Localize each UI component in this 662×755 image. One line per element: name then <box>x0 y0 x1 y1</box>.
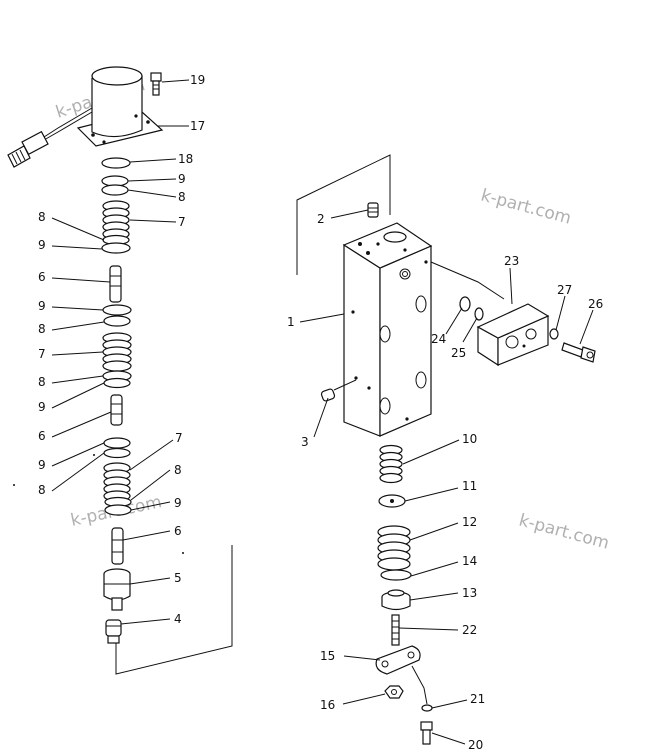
callout-26: 26 <box>588 297 603 311</box>
ring-part-8 <box>101 184 129 196</box>
bolt-part-20 <box>420 721 433 745</box>
assembly-bracket-right <box>296 154 391 275</box>
bolt-leader <box>411 665 428 705</box>
ring-part-9 <box>101 242 131 254</box>
callout-15: 15 <box>320 649 335 663</box>
spring-part-7 <box>102 332 132 372</box>
callout-7: 7 <box>38 347 46 361</box>
ring-part-8 <box>103 315 131 327</box>
callout-23: 23 <box>504 254 519 268</box>
callout-17: 17 <box>190 119 205 133</box>
bolt-part-26 <box>561 342 596 363</box>
plug-part-3 <box>320 379 357 402</box>
callout-8: 8 <box>174 463 182 477</box>
callout-25: 25 <box>451 346 466 360</box>
callout-9: 9 <box>38 299 46 313</box>
seat-part-11 <box>378 494 406 508</box>
callout-22: 22 <box>462 623 477 637</box>
callout-9: 9 <box>174 496 182 510</box>
washer-part-21 <box>421 704 433 712</box>
connector-cable <box>7 107 93 168</box>
solenoid-part-17 <box>76 66 164 147</box>
spring-part-10 <box>379 444 403 484</box>
valve-body-part-1 <box>342 222 433 437</box>
pin-part-6 <box>109 265 122 303</box>
plug-part-13 <box>381 589 411 611</box>
plug-part-2 <box>367 202 379 218</box>
callout-18: 18 <box>178 152 193 166</box>
callout-21: 21 <box>470 692 485 706</box>
speck <box>93 454 95 456</box>
nut-part-16 <box>384 685 404 699</box>
spring-part-7 <box>102 200 130 240</box>
watermark: k-part.com <box>479 186 574 229</box>
leader-lines-left <box>51 79 190 625</box>
callout-24: 24 <box>431 332 446 346</box>
callout-10: 10 <box>462 432 477 446</box>
callout-6: 6 <box>174 524 182 538</box>
bolt-part-19 <box>150 72 162 96</box>
watermark: k-part.com <box>517 511 612 554</box>
leader-lines-right <box>299 209 594 745</box>
callout-19: 19 <box>190 73 205 87</box>
rod-part-22 <box>391 614 400 646</box>
mounting-leader <box>430 261 505 300</box>
callout-7: 7 <box>178 215 186 229</box>
callout-8: 8 <box>178 190 186 204</box>
callout-13: 13 <box>462 586 477 600</box>
callout-8: 8 <box>38 483 46 497</box>
pin-part-6 <box>110 394 123 426</box>
callout-20: 20 <box>468 738 483 751</box>
cover-block-part-23 <box>476 303 550 367</box>
callout-3: 3 <box>301 435 309 449</box>
callout-14: 14 <box>462 554 477 568</box>
callout-16: 16 <box>320 698 335 712</box>
callout-8: 8 <box>38 375 46 389</box>
ring-part-9 <box>103 377 131 389</box>
callout-27: 27 <box>557 283 572 297</box>
callout-2: 2 <box>317 212 325 226</box>
callout-9: 9 <box>38 400 46 414</box>
callout-9: 9 <box>38 458 46 472</box>
plug-part-4 <box>105 619 122 644</box>
callout-9: 9 <box>38 238 46 252</box>
ring-part-24 <box>459 296 471 312</box>
ring-part-9 <box>104 504 132 516</box>
callout-9: 9 <box>178 172 186 186</box>
callout-12: 12 <box>462 515 477 529</box>
callout-11: 11 <box>462 479 477 493</box>
callout-8: 8 <box>38 322 46 336</box>
assembly-bracket-left <box>115 545 233 675</box>
callout-6: 6 <box>38 429 46 443</box>
ring-part-9 <box>103 437 131 449</box>
callout-7: 7 <box>175 431 183 445</box>
o-ring-part-14 <box>380 569 412 581</box>
o-ring-part-18 <box>101 157 131 169</box>
callout-6: 6 <box>38 270 46 284</box>
washer-part-27 <box>549 328 559 340</box>
callout-8: 8 <box>38 210 46 224</box>
o-ring-part-25 <box>474 307 484 321</box>
spring-part-7 <box>103 462 131 502</box>
ring-part-8 <box>103 447 131 459</box>
speck <box>13 484 15 486</box>
speck <box>182 552 184 554</box>
callout-4: 4 <box>174 612 182 626</box>
spring-part-12 <box>377 525 411 571</box>
ring-part-9 <box>102 304 132 316</box>
plate-part-15 <box>375 645 421 675</box>
spool-part-5 <box>103 568 131 611</box>
pin-part-6 <box>111 527 124 565</box>
callout-5: 5 <box>174 571 182 585</box>
callout-1: 1 <box>287 315 295 329</box>
